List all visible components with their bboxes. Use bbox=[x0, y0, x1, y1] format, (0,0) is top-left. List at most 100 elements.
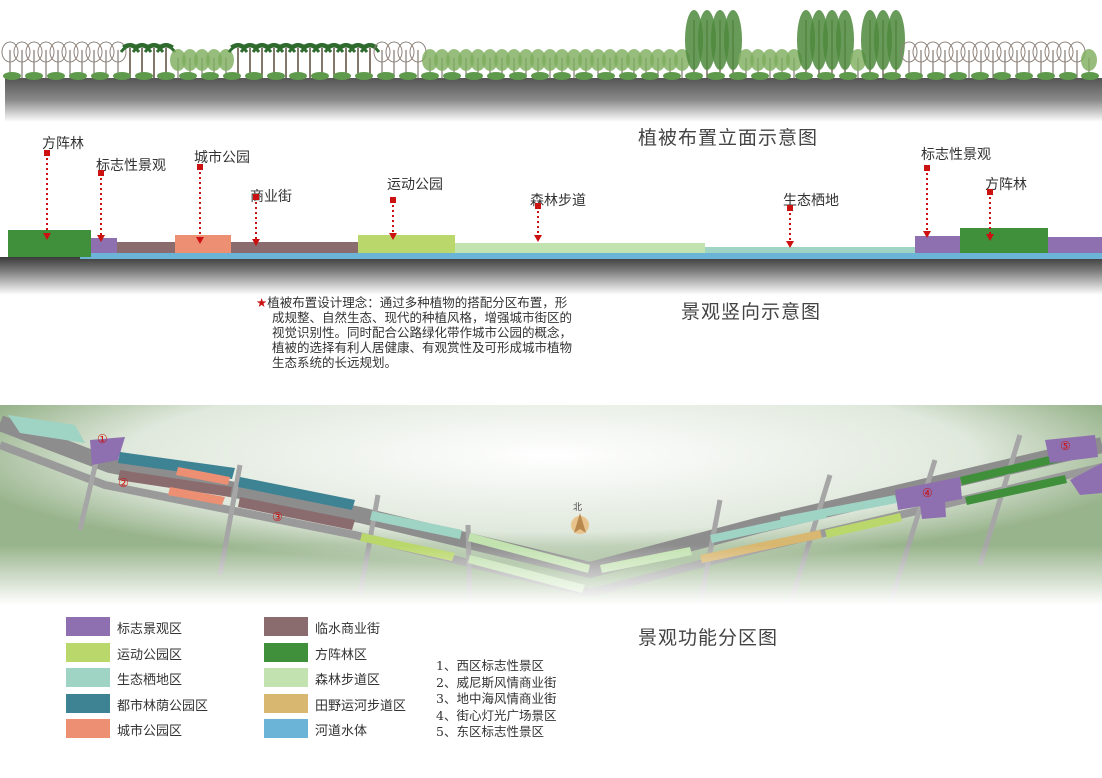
section-commercial-street bbox=[231, 242, 358, 253]
legend-label: 都市林荫公园区 bbox=[117, 698, 209, 714]
shrub-icon bbox=[179, 72, 197, 80]
shrub-icon bbox=[443, 72, 461, 80]
shrub-icon bbox=[839, 72, 857, 80]
shrub-icon bbox=[487, 72, 505, 80]
tall-tree-icon bbox=[861, 10, 879, 78]
shrub-icon bbox=[861, 72, 879, 80]
legend-label: 生态栖地区 bbox=[117, 673, 183, 688]
legend-swatch bbox=[264, 617, 308, 636]
shrub-icon bbox=[883, 72, 901, 80]
section-river bbox=[80, 253, 1102, 259]
legend-swatch bbox=[66, 617, 110, 636]
marker-arrow bbox=[97, 170, 105, 242]
shrub-icon bbox=[377, 72, 395, 80]
shrub-icon bbox=[1081, 72, 1099, 80]
shrub-icon bbox=[553, 72, 571, 80]
round-tree-icon bbox=[674, 49, 690, 78]
zoning-plan-map: 北 ① ② ③ ④ ⑤ bbox=[0, 405, 1102, 605]
concept-line-2: 成规整、自然生态、现代的种植风格，增强城市街区的 bbox=[272, 310, 573, 325]
zone-list-item-4: 4、街心灯光广场景区 bbox=[436, 707, 557, 723]
section-sports-park bbox=[358, 235, 455, 253]
legend-swatch bbox=[264, 719, 308, 738]
shrub-icon bbox=[69, 72, 87, 80]
shrub-icon bbox=[355, 72, 373, 80]
shrub-icon bbox=[1037, 72, 1055, 80]
shrub-icon bbox=[817, 72, 835, 80]
shrub-icon bbox=[465, 72, 483, 80]
shrub-icon bbox=[47, 72, 65, 80]
zone-marker-2: ② bbox=[118, 476, 129, 490]
north-arrow-icon bbox=[571, 513, 589, 534]
legend-label: 森林步道区 bbox=[315, 673, 381, 688]
bare-tree-icon bbox=[1044, 41, 1062, 78]
shrub-icon bbox=[949, 72, 967, 80]
marker-arrow bbox=[534, 203, 542, 242]
section-label-eco-habitat: 生态栖地 bbox=[783, 193, 839, 209]
legend-label: 田野运河步道区 bbox=[315, 698, 407, 714]
legend-swatch bbox=[264, 693, 308, 713]
shrub-icon bbox=[509, 72, 527, 80]
round-tree-icon bbox=[762, 49, 778, 78]
tall-tree-icon bbox=[874, 10, 892, 78]
tall-tree-icon bbox=[724, 10, 742, 78]
shrub-icon bbox=[135, 72, 153, 80]
bare-tree-icon bbox=[1008, 41, 1026, 78]
marker-arrow bbox=[986, 189, 994, 241]
vertical-section bbox=[0, 228, 1102, 295]
legend-swatch bbox=[66, 719, 110, 738]
concept-line-4: 植被的选择有利人居健康、有观赏性及可形成城市植物 bbox=[272, 340, 573, 355]
tall-tree-icon bbox=[685, 10, 703, 78]
round-tree-icon bbox=[434, 49, 450, 78]
bare-tree-icon bbox=[37, 41, 55, 78]
shrub-icon bbox=[157, 72, 175, 80]
legend-swatch bbox=[264, 642, 308, 662]
shrub-icon bbox=[575, 72, 593, 80]
legend-label: 临水商业街 bbox=[315, 622, 381, 637]
section-label-city-park: 城市公园 bbox=[194, 150, 250, 166]
section-landmark-right bbox=[915, 236, 960, 253]
round-tree-icon bbox=[566, 49, 582, 78]
elevation-ground bbox=[5, 78, 1102, 122]
tall-tree-icon bbox=[823, 10, 841, 78]
tall-tree-icon bbox=[797, 10, 815, 78]
shrub-icon bbox=[25, 72, 43, 80]
shrub-icon bbox=[245, 72, 263, 80]
section-base bbox=[0, 257, 1102, 295]
marker-arrow bbox=[43, 150, 51, 240]
star-icon: ★ bbox=[256, 295, 268, 310]
section-landmark-far-right bbox=[1048, 237, 1102, 253]
shrub-icon bbox=[333, 72, 351, 80]
round-tree-icon bbox=[170, 49, 186, 78]
shrub-icon bbox=[421, 72, 439, 80]
section-label-square-forest-left: 方阵林 bbox=[42, 136, 84, 152]
legend-swatch bbox=[66, 693, 110, 713]
zone-marker-4: ④ bbox=[922, 486, 933, 500]
section-title: 景观竖向示意图 bbox=[681, 301, 822, 323]
shrub-icon bbox=[91, 72, 109, 80]
shrub-icon bbox=[663, 72, 681, 80]
marker-arrows bbox=[43, 150, 994, 248]
shrub-icon bbox=[685, 72, 703, 80]
shrub-icon bbox=[773, 72, 791, 80]
section-forest-walk bbox=[455, 243, 705, 253]
shrub-icon bbox=[993, 72, 1011, 80]
concept-line-5: 生态系统的长远规划。 bbox=[272, 355, 398, 370]
marker-arrow bbox=[786, 205, 794, 248]
zone-list: 1、西区标志性景区 2、威尼斯风情商业街 3、地中海风情商业街 4、街心灯光广场… bbox=[436, 658, 556, 741]
section-landmark-left bbox=[91, 238, 117, 253]
legend-swatch bbox=[66, 668, 110, 687]
section-label-sports-park: 运动公园 bbox=[387, 177, 443, 193]
section-eco-habitat bbox=[705, 247, 915, 253]
legend-swatch bbox=[264, 668, 308, 687]
shrub-icon bbox=[751, 72, 769, 80]
shrub-icon bbox=[201, 72, 219, 80]
legend-label: 河道水体 bbox=[315, 724, 368, 739]
concept-line-1: ★植被布置设计理念：通过多种植物的搭配分区布置，形 bbox=[256, 295, 568, 310]
shrub-icon bbox=[531, 72, 549, 80]
section-city-park bbox=[175, 235, 231, 253]
shrub-icon bbox=[729, 72, 747, 80]
marker-arrow bbox=[923, 165, 931, 238]
section-markers bbox=[43, 150, 994, 248]
round-tree-icon bbox=[542, 49, 558, 78]
shrub-icon bbox=[905, 72, 923, 80]
